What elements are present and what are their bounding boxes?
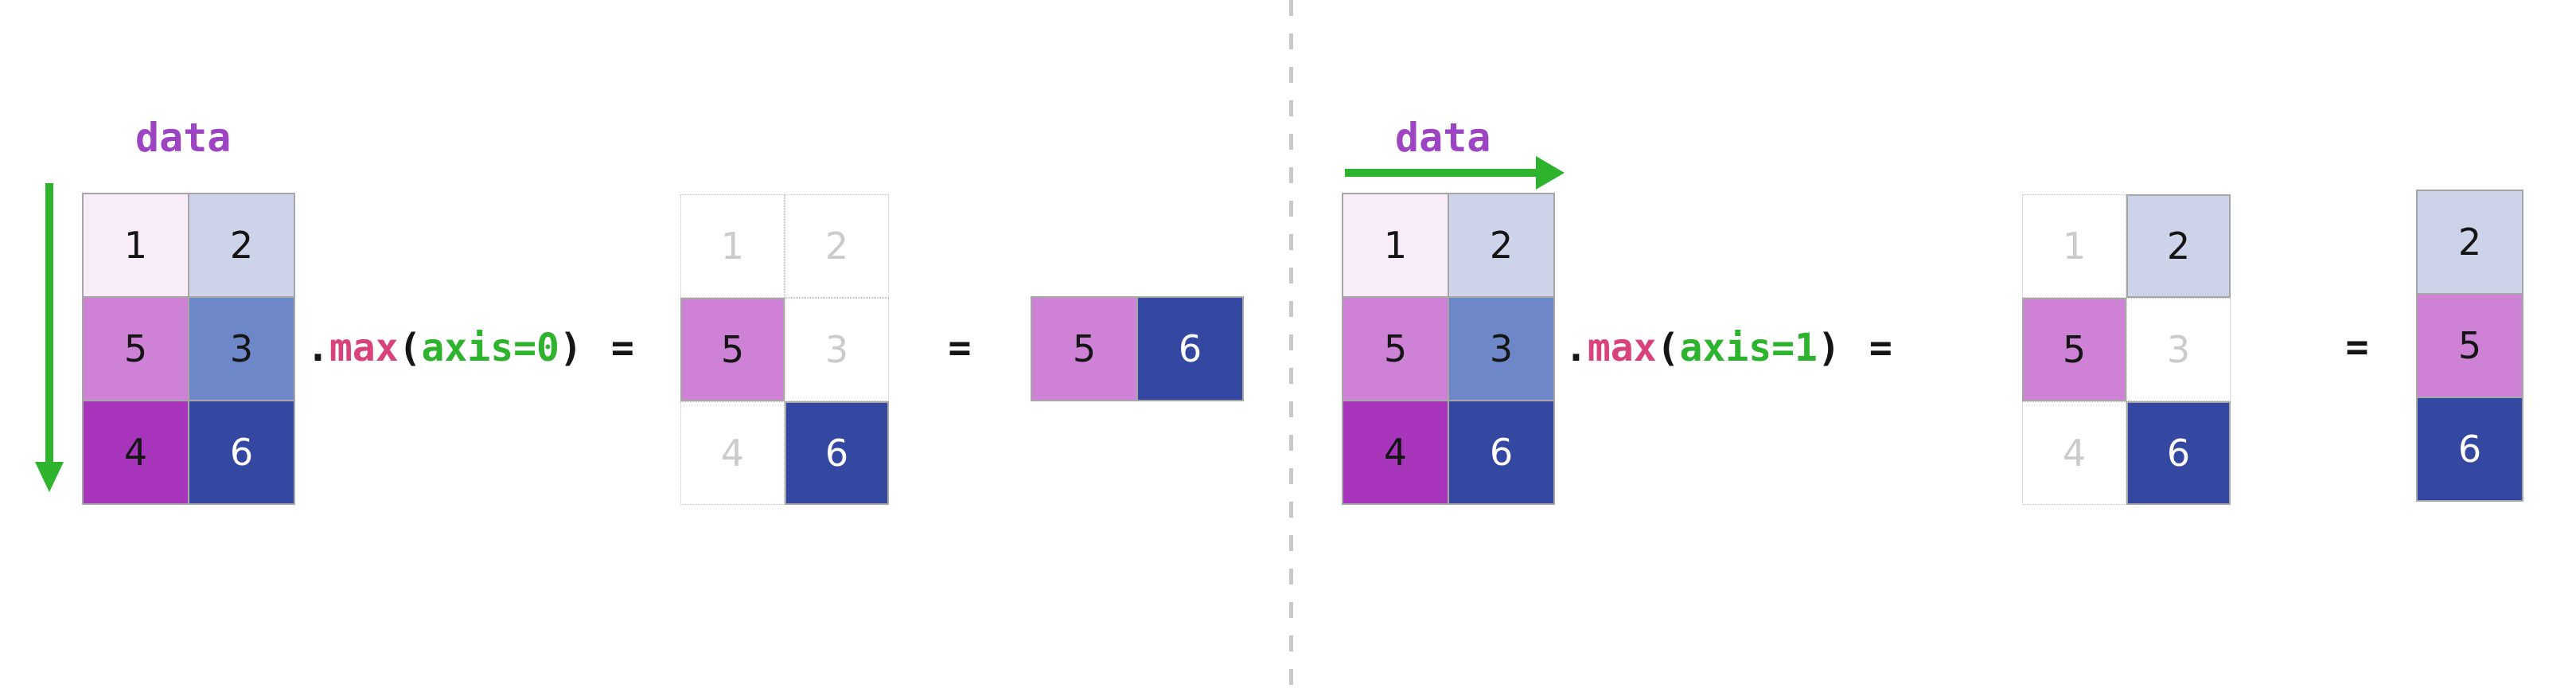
code-token-open: ( bbox=[398, 326, 422, 370]
code-token-arg: axis=0 bbox=[421, 326, 559, 370]
matrix-cell: 5 bbox=[84, 298, 188, 400]
matrix-cell: 3 bbox=[1449, 298, 1553, 400]
matrix-cell: 6 bbox=[1449, 401, 1553, 503]
max-axis0-expression: . max ( axis=0 ) = bbox=[306, 303, 634, 393]
matrix-cell: 6 bbox=[785, 401, 889, 505]
matrix-cell: 3 bbox=[189, 298, 294, 400]
matrix-cell: 1 bbox=[84, 194, 188, 296]
matrix-cell: 3 bbox=[2126, 298, 2231, 401]
arrow-shaft bbox=[45, 183, 53, 463]
matrix-cell: 2 bbox=[189, 194, 294, 296]
equals-sign: = bbox=[1869, 326, 1892, 370]
matrix-cell: 5 bbox=[1032, 298, 1136, 400]
matrix-cell: 4 bbox=[1343, 401, 1448, 503]
code-token-open: ( bbox=[1656, 326, 1680, 370]
equals-sign: = bbox=[948, 326, 972, 370]
equals-sign: = bbox=[2345, 325, 2369, 370]
matrix-cell: 6 bbox=[2126, 401, 2231, 505]
matrix-cell: 5 bbox=[2418, 295, 2522, 397]
matrix-cell: 6 bbox=[2418, 398, 2522, 500]
matrix-cell: 6 bbox=[189, 401, 294, 503]
matrix-cell: 2 bbox=[2126, 194, 2231, 298]
matrix-cell: 6 bbox=[1138, 298, 1242, 400]
code-token-method: max bbox=[1587, 326, 1657, 370]
matrix-cell: 5 bbox=[680, 298, 785, 401]
data-label: data bbox=[135, 115, 232, 161]
equals-sign: = bbox=[610, 326, 634, 370]
data-label: data bbox=[1395, 115, 1491, 161]
matrix-cell: 3 bbox=[785, 298, 889, 401]
matrix-cell: 2 bbox=[1449, 194, 1553, 296]
code-token-dot: . bbox=[306, 326, 329, 370]
matrix-cell: 2 bbox=[785, 194, 889, 298]
matrix-cell: 4 bbox=[680, 401, 785, 505]
matrix-cell: 1 bbox=[680, 194, 785, 298]
matrix-cell: 5 bbox=[2022, 298, 2126, 401]
matrix-cell: 1 bbox=[1343, 194, 1448, 296]
matrix-cell: 2 bbox=[2418, 191, 2522, 293]
matrix-cell: 4 bbox=[84, 401, 188, 503]
matrix-cell: 4 bbox=[2022, 401, 2126, 505]
arrow-shaft bbox=[1345, 169, 1537, 177]
code-token-arg: axis=1 bbox=[1679, 326, 1818, 370]
code-token-dot: . bbox=[1565, 326, 1588, 370]
code-token-close: ) bbox=[1817, 326, 1841, 370]
arrow-head bbox=[1536, 156, 1565, 190]
code-token-close: ) bbox=[559, 326, 583, 370]
arrow-head bbox=[35, 462, 64, 492]
max-axis1-expression: . max ( axis=1 ) = bbox=[1565, 303, 1892, 393]
matrix-cell: 5 bbox=[1343, 298, 1448, 400]
matrix-cell: 1 bbox=[2022, 194, 2126, 298]
panel-divider bbox=[1289, 0, 1293, 696]
code-token-method: max bbox=[329, 326, 399, 370]
